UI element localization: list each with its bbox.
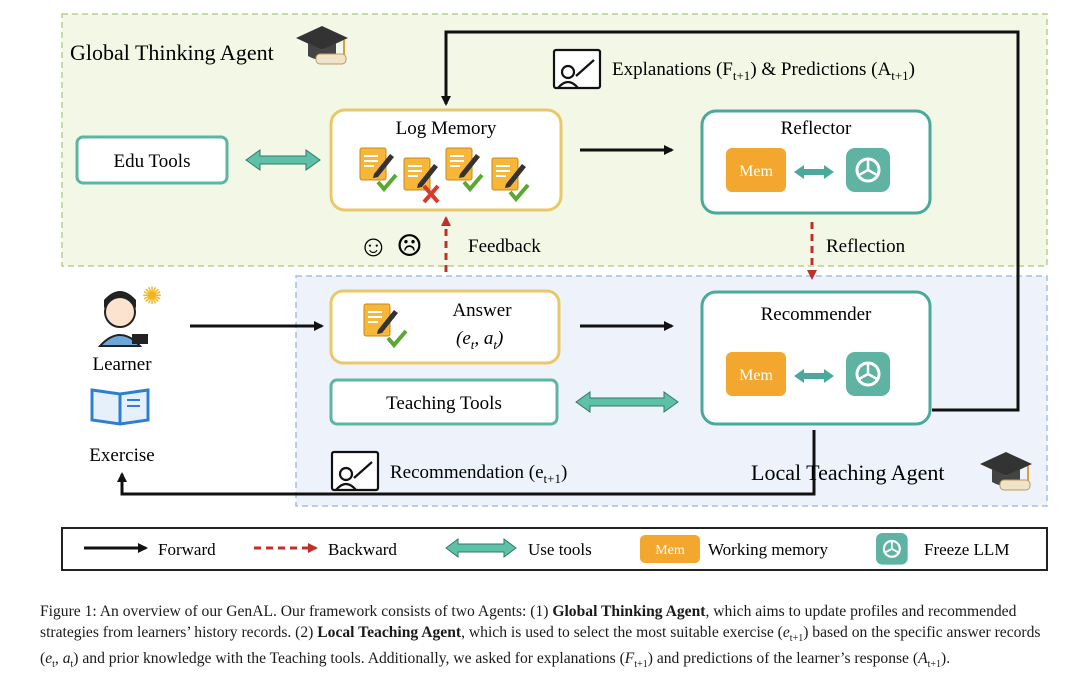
log-memory-label: Log Memory (396, 118, 497, 139)
check-icon (376, 173, 398, 193)
legend-mem-badge-label: Mem (655, 543, 685, 558)
check-icon (462, 173, 484, 193)
diagram: Global Thinking Agent Edu Tools Log Memo… (61, 13, 1048, 571)
legend-use-tools-arrow (445, 538, 517, 558)
learner-label: Learner (92, 354, 152, 375)
answer-label: Answer (452, 300, 512, 321)
feedback-label: Feedback (468, 236, 541, 257)
sad-face-icon: ☹ (396, 230, 423, 263)
recommendation-line (117, 430, 816, 496)
check-icon (386, 329, 408, 349)
reflector-label: Reflector (781, 118, 852, 139)
explanations-predictions-label: Explanations (Ft+1) & Predictions (At+1) (612, 59, 915, 83)
edu-tools-label: Edu Tools (114, 151, 191, 172)
llm-icon (844, 146, 892, 194)
teaching-tools-label: Teaching Tools (386, 393, 502, 414)
local-agent-title: Local Teaching Agent (751, 460, 945, 485)
llm-icon (844, 350, 892, 398)
explanations-loop-line (441, 30, 1020, 412)
teaching-tools-box (329, 378, 559, 426)
legend-use-tools-label: Use tools (528, 540, 592, 559)
exercise-label: Exercise (89, 445, 154, 466)
answer-formula: (et, at) (456, 328, 503, 352)
teacher-board-icon (552, 48, 602, 90)
legend-llm-icon (874, 531, 909, 566)
edu-tools-box (75, 135, 229, 185)
mem-badge (726, 148, 786, 192)
book-icon (90, 388, 150, 426)
use-tools-arrow-edu (245, 149, 321, 171)
lightbulb-icon: ✺ (142, 284, 162, 310)
legend-working-memory-label: Working memory (708, 540, 828, 559)
check-icon (508, 183, 530, 203)
legend-backward-label: Backward (328, 540, 397, 559)
recommendation-label: Recommendation (et+1) (390, 462, 567, 486)
legend-mem-badge (640, 535, 700, 563)
use-tools-arrow-teaching (575, 391, 679, 413)
mem-badge-label: Mem (739, 163, 773, 180)
learner-icon (97, 291, 148, 347)
smile-face-icon: ☺ (358, 230, 389, 263)
figure-caption: Figure 1: An overview of our GenAL. Our … (40, 603, 1041, 671)
legend-forward-label: Forward (158, 540, 216, 559)
mem-badge (726, 352, 786, 396)
teacher-board-icon (330, 450, 380, 492)
mem-llm-arrow (794, 369, 834, 383)
reflection-label: Reflection (826, 236, 906, 257)
mem-llm-arrow (794, 165, 834, 179)
recommender-label: Recommender (761, 304, 872, 325)
global-agent-title: Global Thinking Agent (70, 40, 274, 65)
cross-icon (422, 184, 440, 204)
mem-badge-label: Mem (739, 367, 773, 384)
legend-freeze-llm-label: Freeze LLM (924, 540, 1009, 559)
